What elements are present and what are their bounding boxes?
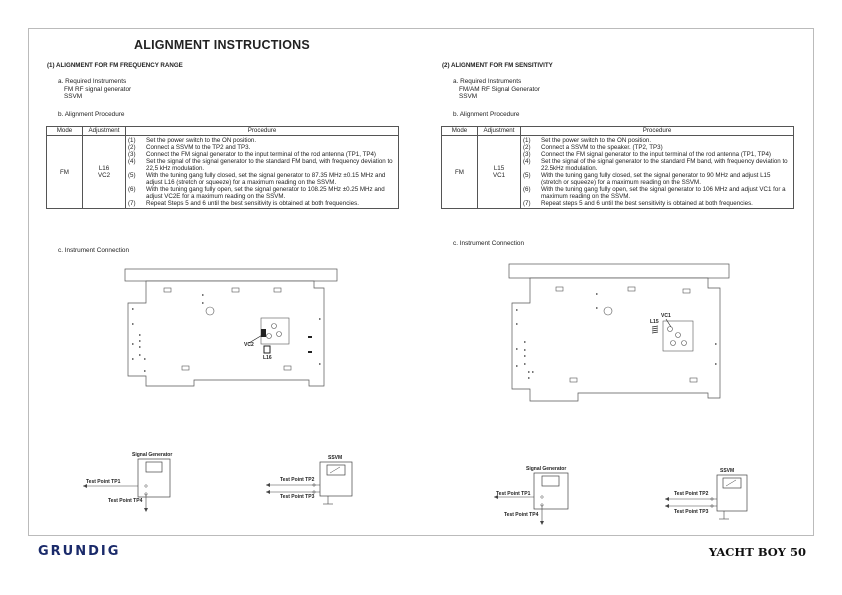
left-instrument-item: SSVM	[64, 93, 83, 101]
table-header-mode: Mode	[441, 126, 478, 136]
left-vc-label: VC2	[244, 342, 254, 348]
step-row: (5)With the tuning gang fully closed, se…	[523, 172, 771, 186]
grundig-logo: GRUNDIG	[38, 544, 121, 559]
tp4-label: Test Point TP4	[504, 512, 539, 518]
left-procedure-label: b. Alignment Procedure	[58, 111, 125, 118]
right-signal-generator-diagram: Signal Generator Test Point TP1 Test Poi…	[494, 466, 569, 525]
step-row: (1)Set the power switch to the ON positi…	[523, 137, 652, 144]
step-row: (6)With the tuning gang fully open, set …	[128, 186, 385, 200]
step-row: (7)Repeat Steps 5 and 6 until the best s…	[128, 200, 359, 207]
tp1-label: Test Point TP1	[496, 491, 531, 497]
left-instruments: a. Required Instruments FM RF signal gen…	[58, 78, 131, 101]
tp4-label: Test Point TP4	[108, 498, 143, 504]
right-coil-label: L15	[650, 319, 659, 325]
right-instruments-label: a. Required Instruments	[453, 78, 522, 85]
model-name: YACHT BOY 50	[708, 545, 806, 559]
right-connection-label: c. Instrument Connection	[453, 240, 525, 247]
table-header-procedure: Procedure	[520, 126, 794, 136]
tp2-label: Test Point TP2	[674, 491, 709, 497]
left-section-heading: (1) ALIGNMENT FOR FM FREQUENCY RANGE	[47, 62, 183, 69]
table-header-mode: Mode	[46, 126, 83, 136]
step-row: (6)With the tuning gang fully open, set …	[523, 186, 786, 200]
signal-generator-box	[137, 458, 171, 498]
mode-cell: FM	[46, 135, 83, 209]
left-signal-generator-diagram: Signal Generator Test Point TP1 Test Poi…	[83, 452, 172, 512]
steps-cell: (1)Set the power switch to the ON positi…	[520, 135, 794, 209]
right-instrument-item: FM/AM RF Signal Generator	[459, 85, 540, 93]
step-row: (2)Connect a SSVM to the speaker. (TP2, …	[523, 144, 663, 151]
tp2-label: Test Point TP2	[280, 477, 315, 483]
step-row: (5)With the tuning gang fully closed, se…	[128, 172, 386, 186]
step-row: (7)Repeat steps 5 and 6 until the best s…	[523, 200, 753, 207]
right-procedure-table: Mode Adjustment Procedure FM L15 VC1 (1)…	[441, 126, 794, 209]
table-header-procedure: Procedure	[125, 126, 399, 136]
right-procedure-label: b. Alignment Procedure	[453, 111, 520, 118]
adjustment-item: VC1	[492, 172, 506, 179]
tp1-label: Test Point TP1	[86, 479, 121, 485]
ssvm-box	[319, 461, 353, 497]
step-row: (3)Connect the FM signal generator to th…	[523, 151, 771, 158]
adjustment-item: L15	[493, 165, 505, 172]
adjustment-cell: L15 VC1	[477, 135, 521, 209]
sg-label: Signal Generator	[526, 466, 566, 472]
right-pcb-board: VC1 L15	[508, 263, 730, 402]
table-header-adjustment: Adjustment	[477, 126, 521, 136]
left-instrument-item: FM RF signal generator	[64, 85, 132, 93]
right-section-heading: (2) ALIGNMENT FOR FM SENSITIVITY	[442, 62, 553, 69]
step-row: (4)Set the signal of the signal generato…	[523, 158, 788, 172]
left-coil-label: L16	[263, 355, 272, 361]
left-instruments-label: a. Required Instruments	[58, 78, 127, 85]
right-vc-label: VC1	[661, 313, 671, 319]
tp3-label: Test Point TP3	[280, 494, 315, 500]
adjustment-item: L16	[98, 165, 110, 172]
adjustment-cell: L16 VC2	[82, 135, 126, 209]
sg-label: Signal Generator	[132, 452, 172, 458]
left-ssvm-diagram: SSVM Test Point TP2 Test Point TP3	[266, 455, 353, 505]
steps-cell: (1)Set the power switch to the ON positi…	[125, 135, 399, 209]
ssvm-box	[716, 474, 748, 512]
right-instrument-item: SSVM	[459, 93, 478, 101]
left-connection-label: c. Instrument Connection	[58, 247, 130, 254]
right-instruments: a. Required Instruments FM/AM RF Signal …	[453, 78, 540, 101]
signal-generator-box	[533, 472, 569, 510]
step-row: (2)Connect a SSVM to the TP2 and TP3.	[128, 144, 251, 151]
tp3-label: Test Point TP3	[674, 509, 709, 515]
step-row: (1)Set the power switch to the ON positi…	[128, 137, 257, 144]
mode-cell: FM	[441, 135, 478, 209]
step-row: (3)Connect the FM signal generator to th…	[128, 151, 376, 158]
ssvm-label: SSVM	[328, 455, 342, 461]
step-row: (4)Set the signal of the signal generato…	[128, 158, 393, 172]
table-header-adjustment: Adjustment	[82, 126, 126, 136]
adjustment-item: VC2	[97, 172, 111, 179]
page-title: ALIGNMENT INSTRUCTIONS	[134, 38, 310, 52]
left-procedure-table: Mode Adjustment Procedure FM L16 VC2 (1)…	[46, 126, 399, 209]
left-pcb-board: VC2 L16	[124, 268, 338, 387]
page-frame	[28, 28, 814, 536]
right-ssvm-diagram: SSVM Test Point TP2 Test Point TP3	[665, 468, 748, 520]
ssvm-label: SSVM	[720, 468, 734, 474]
